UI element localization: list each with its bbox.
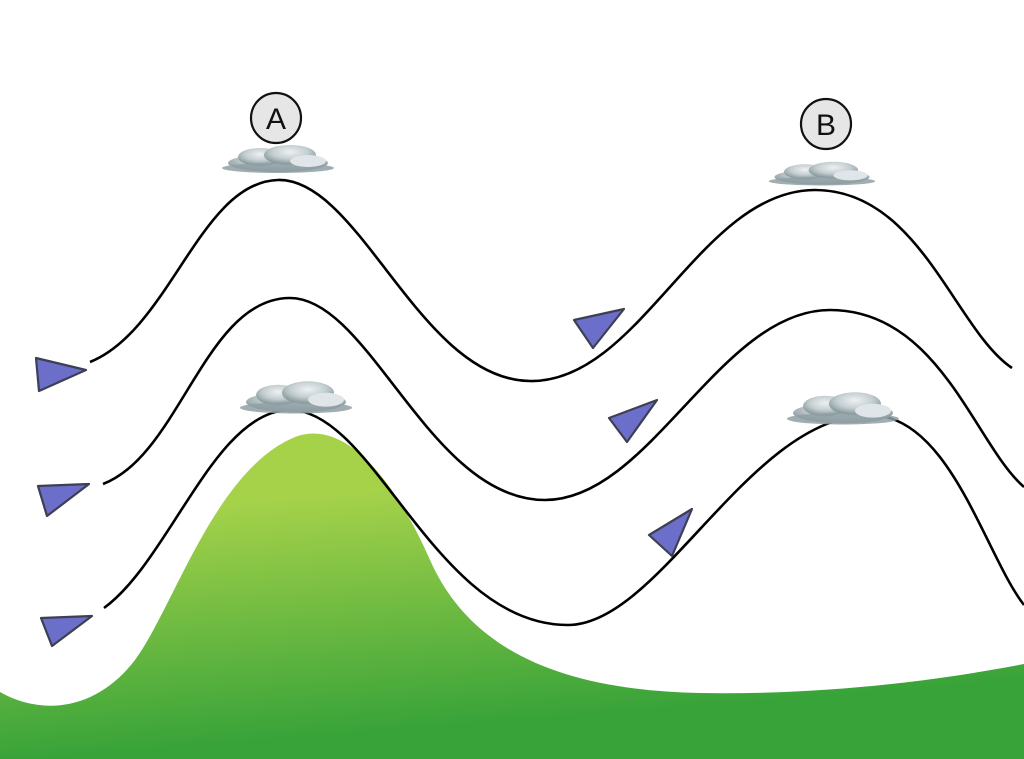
wave-line-top — [89, 178, 1013, 383]
wind-direction-arrow-icon — [39, 614, 94, 648]
cloud-icon — [222, 145, 334, 173]
label-a-badge: A — [249, 91, 303, 145]
wind-direction-arrow-icon — [36, 482, 91, 518]
label-b-badge: B — [799, 97, 853, 151]
wind-direction-arrow-icon — [34, 356, 88, 393]
cloud-icon — [787, 392, 899, 425]
label-a: A — [266, 103, 286, 136]
wind-direction-arrow-icon — [647, 507, 694, 558]
cloud-icon — [768, 161, 876, 186]
cloud-icon — [240, 381, 352, 414]
wind-direction-arrow-icon — [607, 398, 659, 444]
mountain-ground — [0, 433, 1024, 759]
label-b: B — [816, 109, 836, 142]
wave-line-middle — [102, 296, 1024, 502]
wave-line-bottom — [103, 408, 1024, 627]
wind-direction-arrow-icon — [572, 307, 626, 350]
